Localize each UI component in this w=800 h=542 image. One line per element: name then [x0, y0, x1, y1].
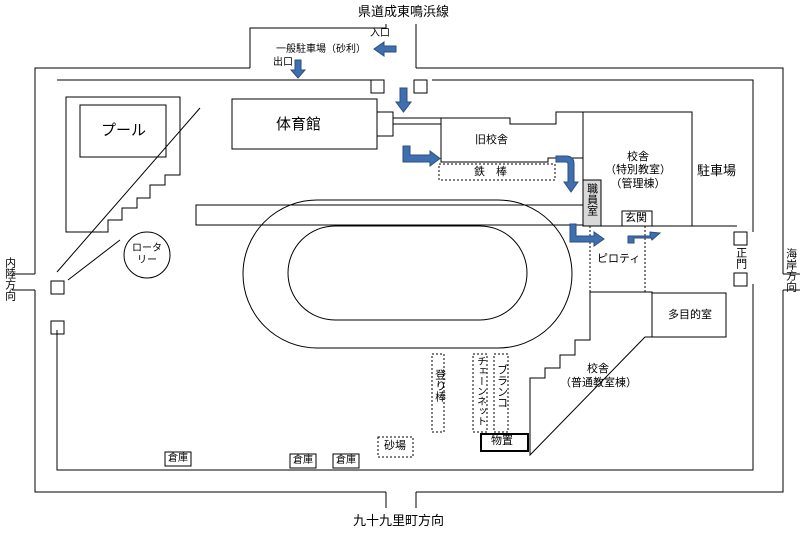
staff-room-rect — [582, 179, 602, 227]
entrance-hall-label: 玄関 — [625, 211, 647, 224]
multipurpose-label: 多目的室 — [668, 308, 712, 321]
piloti-boundary — [589, 226, 646, 292]
sandbox-rect — [377, 436, 414, 458]
old-building-outline — [440, 111, 584, 163]
arrow-to-staffroom — [555, 155, 579, 193]
gatepost-east-top — [733, 231, 748, 246]
parking-top-label: 一般駐車場（砂利） — [276, 44, 366, 55]
gym-label: 体育館 — [276, 115, 322, 133]
old-building-label: 旧校舎 — [475, 133, 508, 146]
gate-line-east — [783, 273, 800, 291]
arrow-exit — [289, 59, 307, 79]
warehouse-label-1: 倉庫 — [168, 453, 188, 464]
gate-line-south — [385, 492, 417, 508]
storage-rect — [480, 433, 529, 452]
sandbox-label: 砂場 — [384, 439, 406, 452]
warehouse-rect-3 — [332, 453, 360, 469]
parking-exit-label: 出口 — [273, 57, 293, 68]
warehouse-rect-2 — [289, 453, 317, 469]
gatepost-east-bottom — [733, 272, 748, 287]
pool-label: プール — [101, 121, 147, 139]
arrow-gate — [395, 87, 412, 113]
warehouse-label-3: 倉庫 — [336, 455, 356, 466]
approach-path — [56, 107, 201, 281]
general-building-outline — [529, 291, 653, 457]
iron-bar-area — [438, 163, 556, 181]
main-gate-label: 正門 — [734, 247, 748, 269]
warehouse-rect-1 — [164, 451, 192, 467]
parking-top-outline — [249, 24, 417, 68]
warehouse-label-2: 倉庫 — [293, 455, 313, 466]
gatepost-west-top — [50, 280, 65, 295]
gate-line-west — [12, 273, 35, 291]
general-building-line1: 校舎 — [587, 362, 609, 375]
rotary-circle — [123, 231, 171, 279]
parking-entrance-label: 入口 — [370, 28, 390, 39]
track-outer — [242, 199, 573, 349]
chain-net-area — [472, 353, 488, 433]
special-building-line3: （管理棟） — [610, 177, 666, 190]
staff-room-label: 職員室 — [585, 183, 599, 216]
pool-surround — [65, 96, 181, 233]
special-building-line1: 校舎 — [627, 150, 649, 163]
general-building-line2: （普通教室棟） — [560, 376, 637, 389]
swing-area — [493, 353, 509, 433]
inner-boundary — [56, 79, 754, 471]
north-road-label: 県道成東鳴浜線 — [358, 5, 450, 20]
east-parking-label: 駐車場 — [697, 164, 737, 179]
chain-net-label: チェーンネット — [474, 356, 486, 426]
outer-boundary — [34, 67, 784, 493]
east-road-label: 海岸方向 — [784, 248, 798, 292]
track-inner — [287, 225, 528, 321]
south-road-label: 九十九里町方向 — [353, 514, 445, 529]
gate-line-north — [385, 24, 417, 28]
walkway-strip — [195, 204, 584, 226]
gatepost-west-bottom — [50, 320, 65, 335]
climbing-pole-area — [431, 353, 445, 433]
arrow-entrance — [373, 41, 397, 57]
arrow-to-entrance — [627, 231, 662, 244]
pool-rect — [79, 104, 167, 158]
gatepost-north-right — [413, 79, 428, 94]
gatepost-north-left — [370, 79, 385, 94]
gym-annex — [376, 111, 394, 137]
swing-label: ブランコ — [495, 364, 509, 408]
rotary-label: ロータリー — [132, 243, 162, 266]
piloti-label: ピロティ — [597, 252, 641, 265]
iron-bar-label: 鉄 棒 — [474, 165, 507, 178]
arrow-to-ironbar — [402, 145, 441, 167]
storage-label: 物置 — [491, 434, 513, 447]
special-building-line2: （特別教室） — [605, 163, 671, 176]
arrow-under-piloti — [569, 223, 605, 247]
gym-corridor — [393, 117, 441, 125]
climbing-pole-label: 登り棒 — [433, 369, 447, 402]
west-road-label: 内陸方向 — [3, 257, 17, 301]
